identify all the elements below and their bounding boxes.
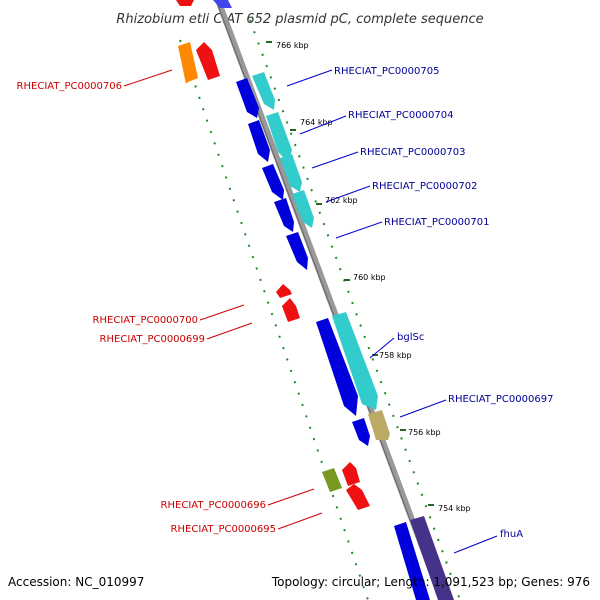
accession-text: Accession: NC_010997 [8,575,144,589]
leader-line [267,488,315,506]
gene-arrow-706-orange[interactable] [178,42,198,84]
gene-arrow-706-red[interactable] [196,42,220,80]
gene-arrow-696-red[interactable] [342,462,360,486]
gene-arrow-697-khaki[interactable] [368,410,390,440]
leader-line [453,535,498,554]
gene-arrow-702-cyan[interactable] [292,190,314,228]
gene-label-bglSc[interactable]: bglSc [397,332,424,343]
gene-arrow-702-blue[interactable] [274,198,294,232]
dotted-tracks [179,19,461,600]
gene-label-695[interactable]: RHECIAT_PC0000695 [171,524,276,535]
gene-label-fhuA[interactable]: fhuA [500,529,523,540]
leader-line [325,185,371,203]
tick-label: 756 kbp [408,428,441,437]
kbp-ticks: 766 kbp 764 kbp 762 kbp 760 kbp 758 kbp … [266,41,471,513]
tick-label: 766 kbp [276,41,309,50]
gene-arrow-704-cyan[interactable] [266,112,292,162]
leader-line [299,115,347,135]
gene-arrow-697-blue[interactable] [352,418,370,446]
topology-text: Topology: circular; Length: 1,091,523 bp… [271,575,590,589]
gene-arrow-700[interactable] [276,284,292,298]
gene-arrow-bglSc-blue[interactable] [316,318,358,416]
forward-strand-genes [236,72,454,600]
gene-arrow-701[interactable] [286,232,308,270]
left-gene-labels: RHECIAT_PC0000706 RHECIAT_PC0000700 RHEC… [17,69,323,535]
gene-label-704[interactable]: RHECIAT_PC0000704 [348,110,453,121]
gene-label-705[interactable]: RHECIAT_PC0000705 [334,66,439,77]
gene-arrow-703-blue[interactable] [262,164,284,200]
tick-label: 754 kbp [438,504,471,513]
gene-label-700[interactable]: RHECIAT_PC0000700 [93,315,198,326]
gene-arrow-fhuA-blue[interactable] [394,522,430,600]
map-title: Rhizobium etli CIAT 652 plasmid pC, comp… [116,12,483,27]
gene-arrow-705-cyan[interactable] [252,72,275,110]
gene-arrow-fhuA-purple[interactable] [410,516,454,600]
gene-arrow-696-olive[interactable] [322,468,342,492]
leader-line [199,304,245,321]
gene-arrow-695[interactable] [346,484,370,510]
gene-arrow-704-blue[interactable] [248,120,270,162]
gene-label-703[interactable]: RHECIAT_PC0000703 [360,147,465,158]
gene-label-701[interactable]: RHECIAT_PC0000701 [384,217,489,228]
reverse-strand-genes [176,0,370,510]
leader-line [123,69,173,87]
gene-label-699[interactable]: RHECIAT_PC0000699 [100,334,205,345]
tick-label: 758 kbp [379,351,412,360]
gene-arrow-705-blue[interactable] [236,78,259,118]
tick-label: 764 kbp [300,118,333,127]
gene-arrow-bglSc-cyan[interactable] [332,312,378,410]
tick-label: 760 kbp [353,273,386,282]
gene-label-706[interactable]: RHECIAT_PC0000706 [17,81,122,92]
leader-line [286,69,333,87]
leader-line [277,512,323,530]
gene-arrow-703-cyan[interactable] [280,154,302,192]
tick-label: 762 kbp [325,196,358,205]
outer-right-dotted-track [249,19,461,600]
outer-left-dotted-track [179,39,369,600]
gene-label-696[interactable]: RHECIAT_PC0000696 [161,500,266,511]
gene-arrow-699[interactable] [282,298,300,322]
gene-arrow-top-stub[interactable] [213,0,232,8]
leader-line [399,399,447,418]
gene-label-697[interactable]: RHECIAT_PC0000697 [448,394,553,405]
leader-line [369,337,395,359]
leader-line [311,151,359,169]
leader-line [335,221,383,239]
gene-label-702[interactable]: RHECIAT_PC0000702 [372,181,477,192]
leader-line [206,322,253,340]
right-gene-labels: RHECIAT_PC0000705 RHECIAT_PC0000704 RHEC… [286,66,553,554]
gene-arrow-top-red-stub[interactable] [176,0,194,6]
